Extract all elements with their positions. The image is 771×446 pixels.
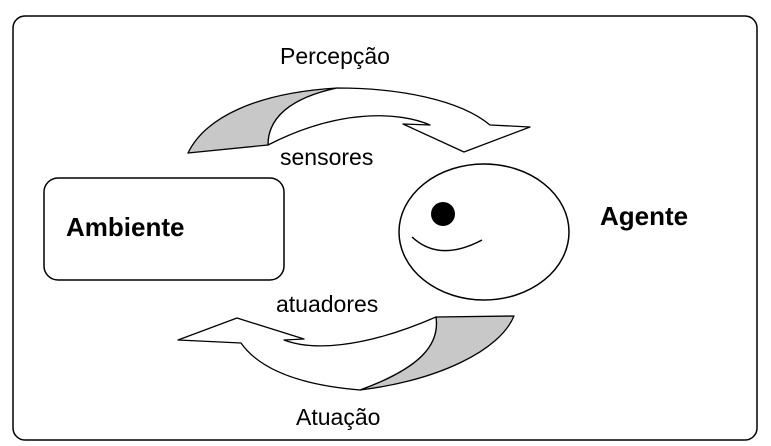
sensors-label: sensores [280,144,373,170]
actuators-label: atuadores [276,291,378,317]
environment-label: Ambiente [66,212,184,242]
agent-eye [431,202,455,226]
environment-box [43,177,285,281]
agent-mouth [411,236,483,252]
agent-face [398,163,570,301]
perception-arrow-body [267,87,531,153]
perception-label: Percepção [280,43,390,69]
action-label: Atuação [296,404,380,430]
agent-head-circle [398,163,570,301]
action-arrow-body [177,316,438,391]
action-arrow [177,315,515,391]
agent-label: Agente [600,201,688,231]
perception-arrow [187,87,531,154]
